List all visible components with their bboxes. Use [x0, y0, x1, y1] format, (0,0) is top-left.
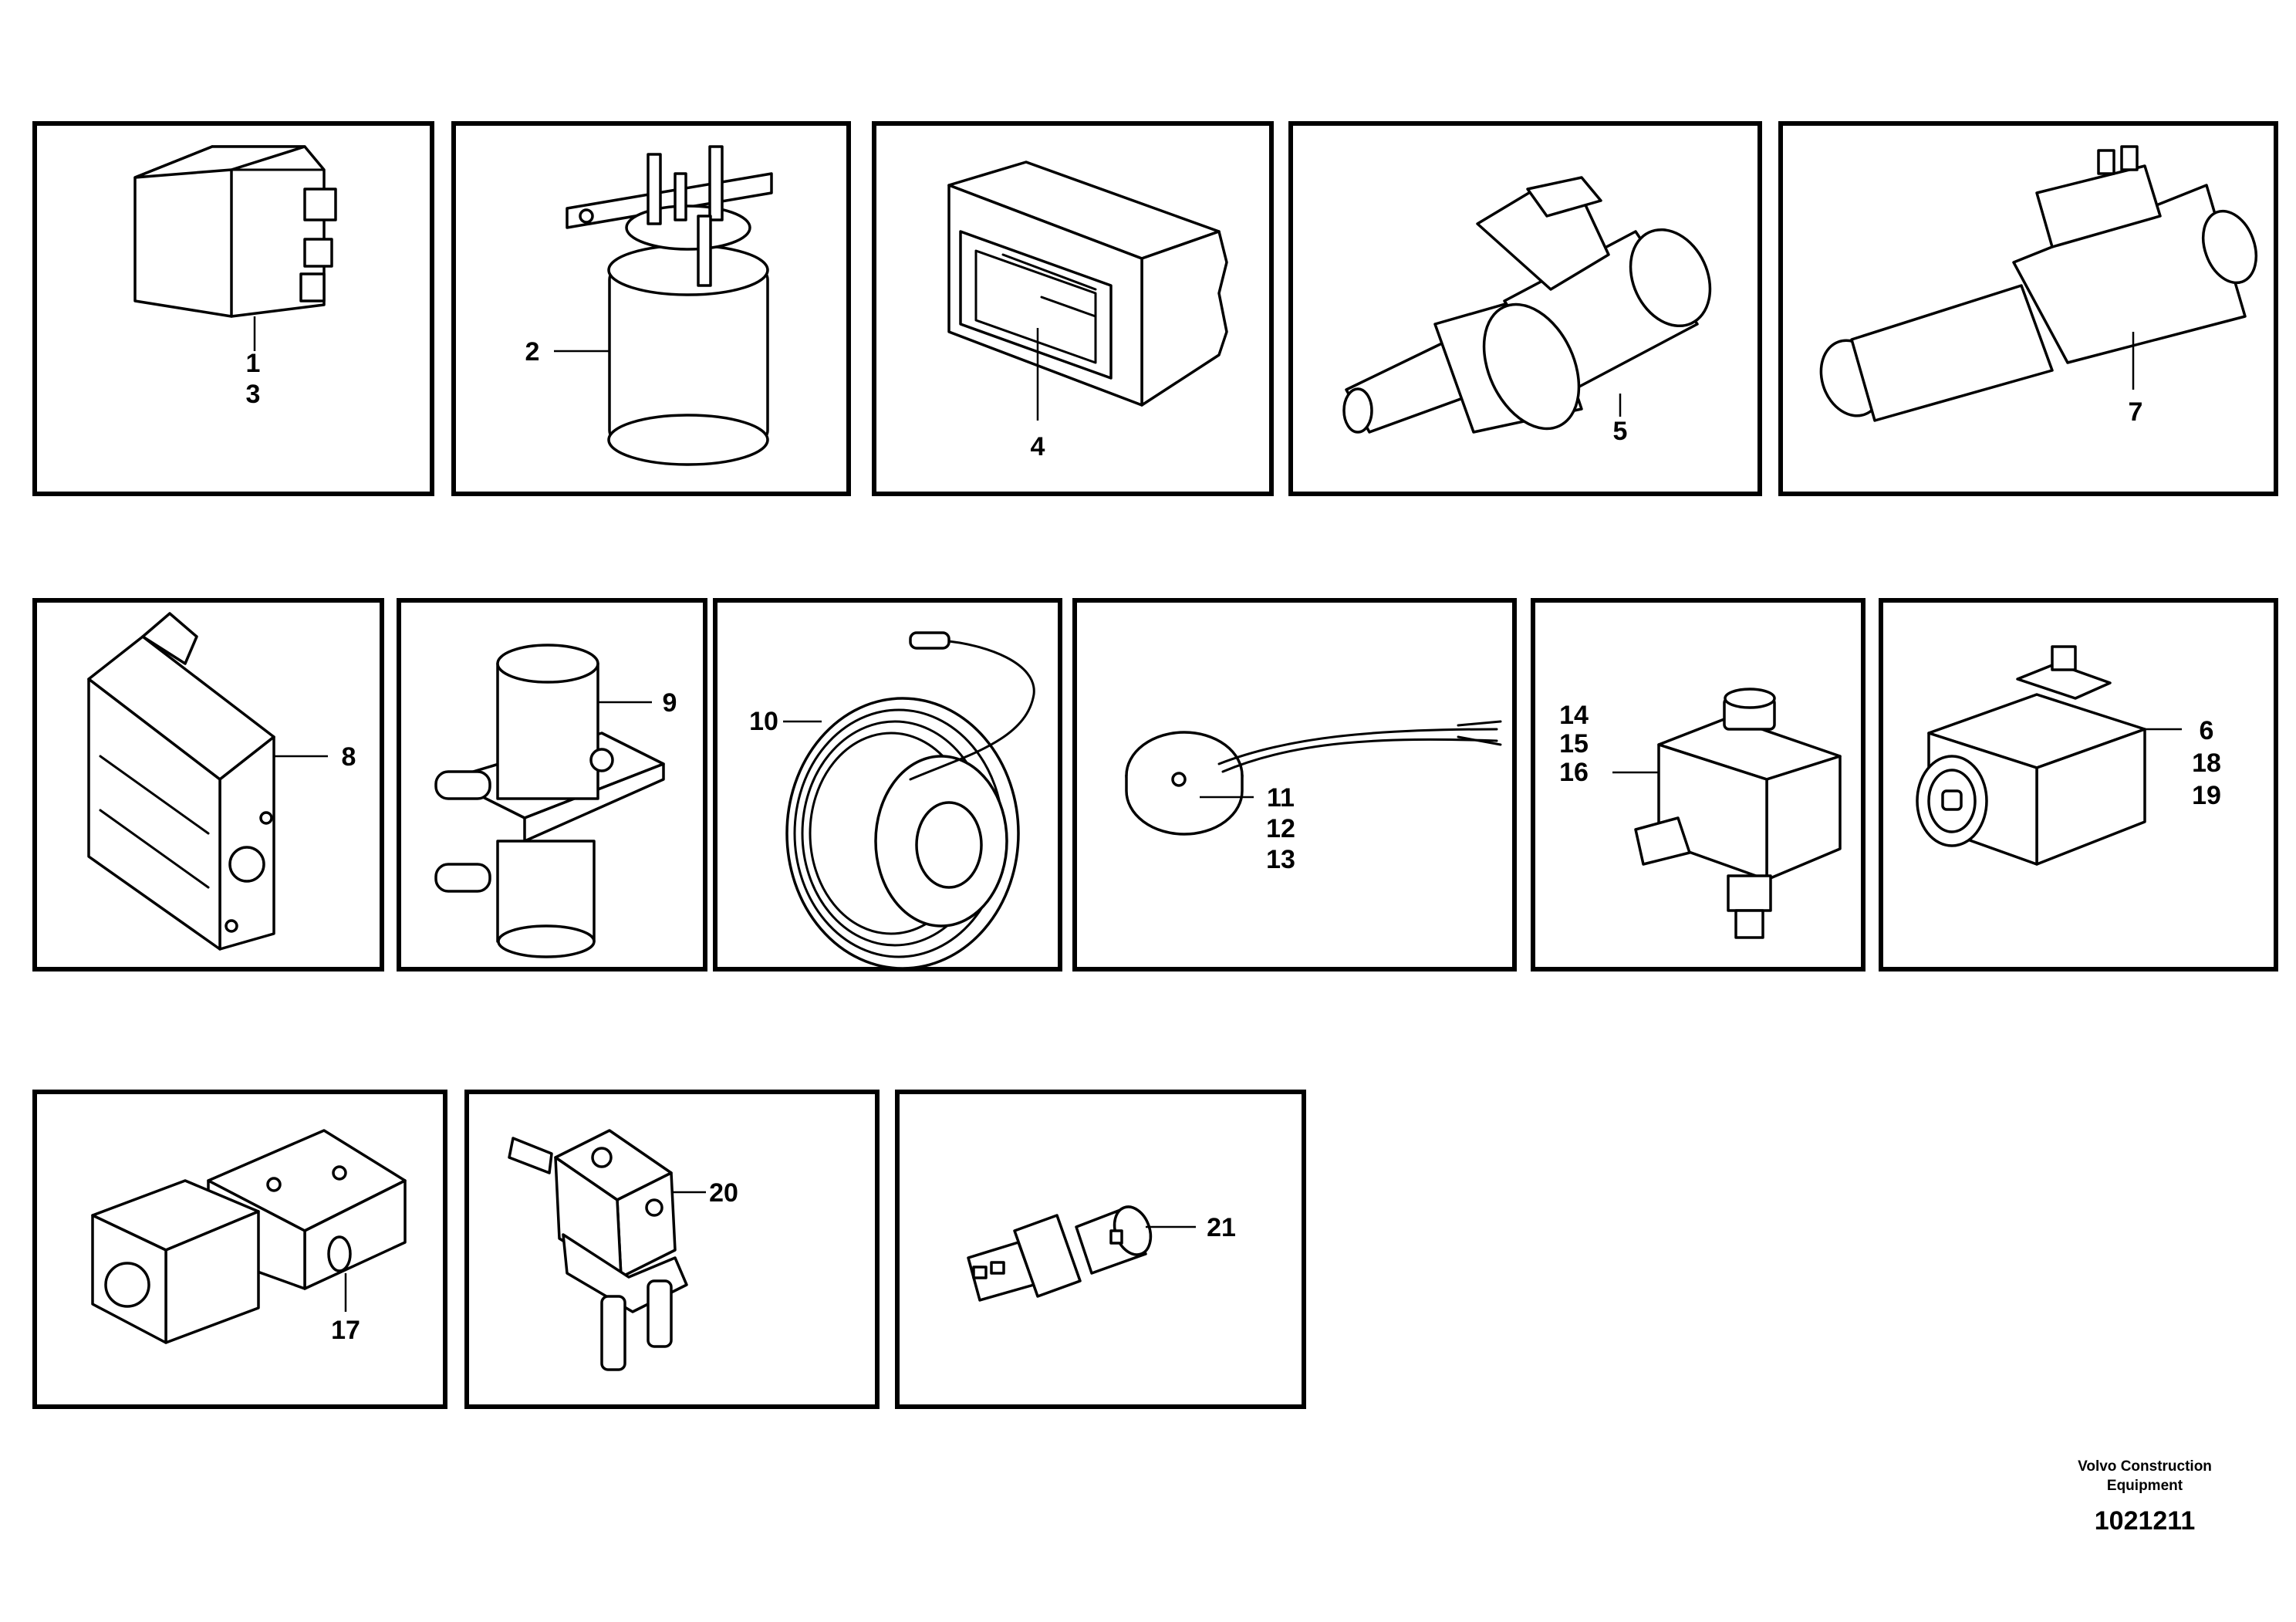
panel-relay: 1 3	[32, 121, 434, 496]
callout-label: 9	[663, 688, 677, 718]
cartridge-solenoid-a-illustration	[1819, 145, 2258, 422]
panel-pressure-valve: 20	[464, 1090, 880, 1409]
panel-compressor-clutch: 10	[713, 598, 1062, 972]
valve-block-illustration	[87, 612, 275, 951]
compressor-clutch-illustration	[785, 631, 1035, 970]
panel-valve-block: 8	[32, 598, 384, 972]
panel-solenoid-studs: 2	[451, 121, 851, 496]
title-block: Volvo Construction Equipment 1021211	[2006, 1457, 2284, 1536]
callout-label: 13	[1266, 845, 1295, 874]
panel-frame	[872, 121, 1274, 496]
panel-frame	[464, 1090, 880, 1409]
callout-label: 7	[2129, 397, 2143, 427]
callout-label: 12	[1266, 814, 1295, 843]
panel-solenoid-coil: 6 18 19	[1879, 598, 2278, 972]
pressure-valve-illustration	[508, 1129, 688, 1371]
callout-label: 18	[2192, 748, 2221, 778]
callout-label: 2	[525, 337, 540, 367]
callout-label: 5	[1613, 417, 1628, 446]
panel-frame	[451, 121, 851, 496]
solenoid-bracket-illustration	[434, 644, 665, 958]
panel-frame	[32, 121, 434, 496]
panel-cartridge-solenoid-a: 7	[1778, 121, 2278, 496]
panel-frame	[1531, 598, 1866, 972]
sensor-cable-illustration	[1125, 720, 1502, 836]
panel-coil-valve: 14 15 16	[1531, 598, 1866, 972]
module-illustration	[947, 161, 1228, 407]
panel-frame	[32, 598, 384, 972]
panel-frame	[713, 598, 1062, 972]
callout-label: 11	[1267, 783, 1295, 813]
callout-label: 20	[709, 1178, 738, 1208]
panel-frame	[1879, 598, 2278, 972]
callout-label: 17	[331, 1316, 360, 1345]
solenoid-coil-illustration	[1916, 645, 2146, 866]
solenoid-valve-a-illustration	[1342, 176, 1712, 434]
callout-label: 16	[1559, 758, 1589, 787]
brand-name-line1: Volvo Construction	[2078, 1458, 2212, 1475]
callout-label: 8	[342, 742, 356, 772]
solenoid-studs-illustration	[566, 145, 773, 466]
callout-label: 21	[1207, 1213, 1236, 1242]
panel-module: 4	[872, 121, 1274, 496]
panel-solenoid-bracket: 9	[397, 598, 707, 972]
coil-valve-illustration	[1634, 688, 1842, 939]
temperature-sensor-illustration	[967, 1205, 1153, 1302]
callout-label: 1	[246, 349, 261, 378]
panel-frame	[895, 1090, 1306, 1409]
block-coil-illustration	[91, 1129, 407, 1344]
panel-frame	[397, 598, 707, 972]
callout-label: 15	[1559, 729, 1589, 759]
callout-label: 19	[2192, 781, 2221, 810]
panel-frame	[1288, 121, 1762, 496]
panel-frame	[1778, 121, 2278, 496]
panel-temperature-sensor: 21	[895, 1090, 1306, 1409]
callout-label: 6	[2200, 716, 2214, 745]
panel-frame	[1072, 598, 1517, 972]
callout-label: 10	[749, 707, 778, 736]
panel-frame	[32, 1090, 447, 1409]
callout-label: 14	[1559, 701, 1589, 730]
callout-label: 3	[246, 380, 261, 409]
relay-illustration	[133, 145, 337, 318]
panel-sensor-cable: 11 12 13	[1072, 598, 1517, 972]
callout-label: 4	[1031, 432, 1045, 461]
panel-solenoid-valve-a: 5	[1288, 121, 1762, 496]
document-number: 1021211	[2094, 1506, 2196, 1536]
brand-name-line2: Equipment	[2106, 1478, 2183, 1494]
panel-block-coil: 17	[32, 1090, 447, 1409]
